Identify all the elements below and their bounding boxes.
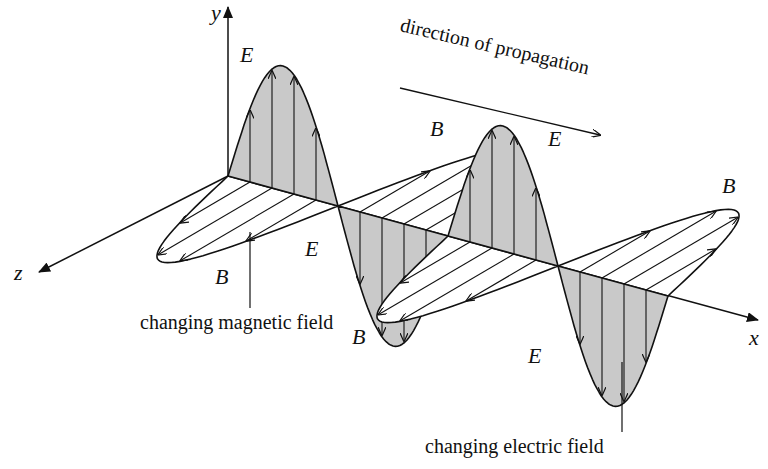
field-label: B: [722, 175, 735, 197]
axis-label: z: [14, 262, 23, 284]
callout-text: changing electric field: [425, 436, 604, 456]
field-label: B: [352, 326, 365, 348]
field-vector: [645, 290, 646, 362]
field-label: E: [548, 128, 561, 150]
field-label: E: [240, 44, 253, 66]
field-vector: [315, 129, 316, 201]
field-vector: [513, 137, 514, 254]
field-vector: [467, 260, 536, 301]
field-vector: [181, 194, 294, 261]
field-vector: [360, 171, 429, 212]
field-vector: [602, 212, 715, 279]
leader-line: [249, 232, 250, 308]
field-label: E: [528, 345, 541, 367]
field-vector: [469, 171, 470, 243]
field-vector: [159, 188, 272, 255]
propagation-label: direction of propagation: [399, 15, 592, 78]
field-vector: [249, 111, 250, 183]
field-lobes: [157, 66, 739, 407]
axis-label: x: [749, 327, 759, 349]
field-vector: [535, 189, 536, 261]
field-vector: [379, 248, 492, 315]
field-vector: [601, 278, 602, 395]
field-vector: [580, 231, 649, 272]
axis-label: y: [211, 2, 221, 24]
field-vector: [271, 71, 272, 188]
electric-lobe: [448, 126, 558, 266]
field-vector: [401, 254, 514, 321]
field-vector: [247, 200, 316, 241]
field-label: B: [215, 266, 228, 288]
field-vector: [624, 218, 737, 285]
field-vector: [623, 284, 624, 401]
field-vector: [491, 131, 492, 248]
field-label: B: [430, 118, 443, 140]
field-vector: [181, 182, 250, 223]
electric-lobe: [228, 66, 338, 206]
field-vector: [359, 212, 360, 284]
field-label: E: [305, 238, 318, 260]
leader-line: [621, 362, 622, 432]
field-vector: [646, 249, 715, 290]
field-vector: [579, 272, 580, 344]
field-vector: [293, 77, 294, 194]
callout-text: changing magnetic field: [140, 312, 333, 332]
field-vector: [401, 242, 470, 283]
y-axis: [227, 7, 229, 176]
electric-lobe: [558, 266, 668, 406]
